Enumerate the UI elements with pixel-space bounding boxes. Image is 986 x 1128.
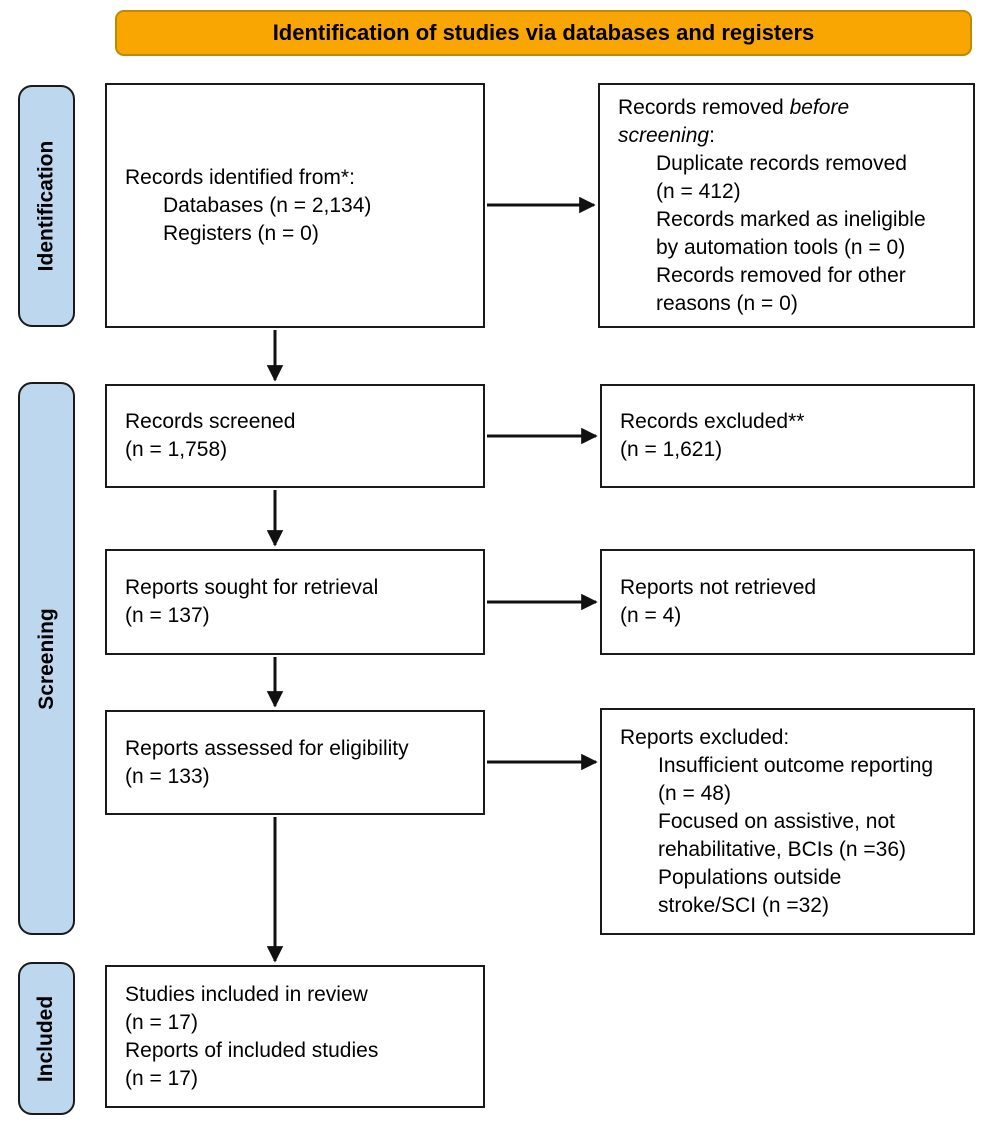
text-line: (n = 133) <box>125 764 210 788</box>
box-reports-assessed-for-eligibility: Reports assessed for eligibility (n = 133… <box>105 710 485 815</box>
stage-bar-included: Included <box>18 962 75 1115</box>
text-line: Reports excluded: <box>620 725 790 749</box>
text-line: (n = 48) <box>658 781 731 805</box>
text-line: stroke/SCI (n =32) <box>658 893 829 917</box>
stage-label-included: Included <box>34 995 58 1082</box>
text-line: (n = 4) <box>620 604 682 627</box>
text-line: rehabilitative, BCIs (n =36) <box>658 837 907 861</box>
banner-identification-via-databases: Identification of studies via databases … <box>115 10 972 56</box>
stage-label-screening: Screening <box>34 607 58 710</box>
text-line: (n = 137) <box>125 604 210 627</box>
stage-bar-identification: Identification <box>18 85 75 327</box>
text-line: by automation tools (n = 0) <box>656 235 906 259</box>
box-records-screened: Records screened (n = 1,758) <box>105 384 485 488</box>
text-line: (n = 1,621) <box>620 438 723 461</box>
text-line: Duplicate records removed <box>656 151 907 175</box>
box-records-removed-before-screening: Records removed before screening: Duplicat… <box>598 83 975 328</box>
text-line: (n = 1,758) <box>125 438 228 461</box>
text-line: Records excluded** <box>620 410 805 433</box>
box-reports-excluded: Reports excluded: Insufficient outcome re… <box>600 708 975 935</box>
stage-bar-screening: Screening <box>18 382 75 935</box>
text-line: Records removed before <box>618 95 850 119</box>
text-line: Reports sought for retrieval <box>125 576 379 599</box>
text-line: Populations outside <box>658 865 842 889</box>
text-line: Insufficient outcome reporting <box>658 753 934 777</box>
text-line: Registers (n = 0) <box>163 221 319 245</box>
box-reports-sought-for-retrieval: Reports sought for retrieval (n = 137) <box>105 549 485 655</box>
text-line: screening: <box>618 123 715 147</box>
text-line: (n = 17) <box>125 1010 198 1034</box>
text-line: Databases (n = 2,134) <box>163 193 372 217</box>
text-line: Reports assessed for eligibility <box>125 736 409 760</box>
text-line: (n = 412) <box>656 179 741 203</box>
box-records-excluded: Records excluded** (n = 1,621) <box>600 384 975 488</box>
box-reports-not-retrieved: Reports not retrieved (n = 4) <box>600 549 975 655</box>
box-records-identified: Records identified from*: Databases (n = … <box>105 83 485 328</box>
text-line: Records marked as ineligible <box>656 207 926 231</box>
banner-label: Identification of studies via databases … <box>272 20 815 45</box>
text-line: (n = 17) <box>125 1066 198 1090</box>
text-line: Records screened <box>125 410 296 433</box>
text-line: Reports not retrieved <box>620 576 817 599</box>
text-line: Records identified from*: <box>125 165 355 189</box>
text-line: Reports of included studies <box>125 1038 379 1062</box>
text-line: Studies included in review <box>125 982 368 1006</box>
text-line: reasons (n = 0) <box>656 291 798 315</box>
text-line: Focused on assistive, not <box>658 809 895 833</box>
text-line: Records removed for other <box>656 263 906 287</box>
box-studies-included-in-review: Studies included in review (n = 17) Report… <box>105 965 485 1108</box>
stage-label-identification: Identification <box>34 140 58 272</box>
